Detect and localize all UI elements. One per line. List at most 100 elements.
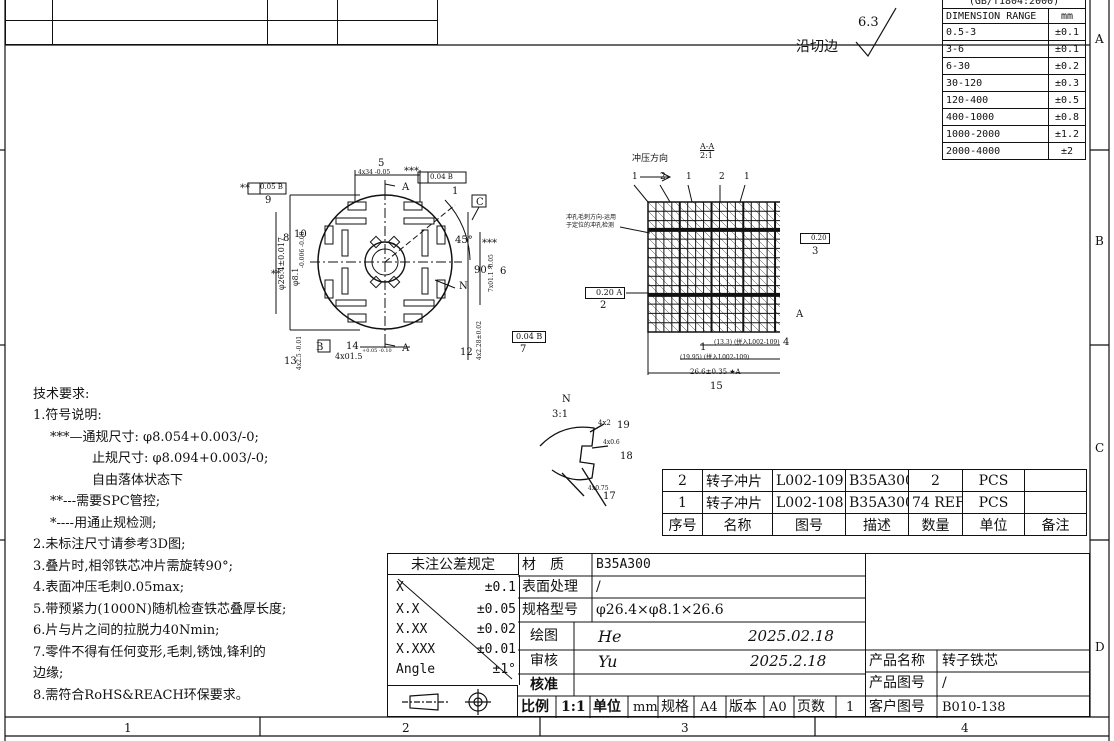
zone-letter-a: A	[1095, 32, 1104, 46]
zone-number-2: 2	[402, 721, 410, 735]
sv-label-1c: 1	[744, 172, 750, 182]
product-no-value: /	[942, 675, 947, 691]
tol-range: 30-120	[942, 74, 1049, 92]
tech-req-line: 止规尺寸: φ8.094+0.003/-0;	[92, 451, 269, 466]
fv-dim-side: 4x2.28±0.02	[476, 321, 483, 360]
tech-req-line: 4.表面冲压毛刺0.05max;	[33, 580, 185, 595]
detail-balloon-17: 17	[603, 491, 616, 502]
fv-fcf-top: 0.04 B	[430, 173, 453, 181]
pages-label: 页数	[797, 699, 825, 715]
gen-tol-key: X.XX	[396, 622, 428, 637]
bom-header: 名称	[702, 513, 773, 536]
fv-balloon-1: 1	[452, 186, 459, 197]
tol-value: ±2	[1048, 142, 1086, 160]
fv-balloon-8: 8	[283, 233, 290, 244]
sv-balloon-3: 3	[812, 246, 819, 257]
draw-signature: He	[598, 627, 622, 646]
zone-number-4: 4	[961, 721, 969, 735]
sv-dim-1: (13.3) (拼入L002-109)	[714, 339, 780, 346]
fv-stars-top: ***	[404, 166, 419, 177]
section-hatch	[647, 201, 780, 333]
scale-value: 1:1	[561, 699, 586, 715]
gen-tol-val: ±0.01	[476, 642, 516, 657]
version-label: 版本	[729, 699, 757, 715]
detail-dim-3: 4x0.75	[588, 485, 609, 492]
tol-value: ±0.1	[1048, 40, 1086, 58]
tol-value: ±1.2	[1048, 125, 1086, 143]
fv-stars-left: **	[240, 183, 250, 194]
check-label: 审核	[530, 653, 558, 669]
tol-range: 1000-2000	[942, 125, 1049, 143]
tol-range: 120-400	[942, 91, 1049, 109]
general-tolerance-table: 未注公差规定	[387, 553, 519, 575]
draw-label: 绘图	[530, 628, 558, 644]
zone-letter-d: D	[1095, 640, 1105, 654]
fv-fcf-left: 0.05 B	[260, 183, 283, 191]
detail-dim-1: 4x2	[598, 419, 611, 427]
tech-req-line: 8.需符合RoHS&REACH环保要求。	[33, 687, 249, 703]
detail-label: N	[562, 394, 571, 405]
sv-fcf-parallel: 0.20 A	[585, 287, 626, 299]
tech-req-title: 技术要求:	[33, 387, 90, 402]
bom-cell: PCS	[962, 491, 1025, 514]
fv-angle-90: 90°	[474, 265, 492, 276]
fv-balloon-9: 9	[265, 195, 272, 206]
tol-value: ±0.5	[1048, 91, 1086, 109]
tech-req-line: 7.零件不得有任何变形,毛刺,锈蚀,锋利的	[33, 644, 266, 660]
zone-letter-c: C	[1095, 441, 1105, 455]
revision-table	[5, 0, 438, 45]
draw-date: 2025.02.18	[748, 627, 834, 645]
sv-label-2a: 2	[660, 172, 666, 182]
product-name-value: 转子铁芯	[942, 653, 998, 669]
surface-value: /	[596, 579, 601, 595]
bom-cell: 转子冲片	[702, 491, 773, 514]
spec-value: φ26.4×φ8.1×26.6	[596, 602, 724, 618]
fv-dia-outer: φ26.4±0.017	[277, 236, 286, 290]
gen-tol-val: ±0.02	[476, 622, 516, 637]
fv-stars-dia: **	[271, 269, 281, 280]
gen-tol-val: ±1°	[492, 662, 516, 677]
detail-dim-2: 4x0.6	[603, 439, 620, 446]
tol-range: 6-30	[942, 57, 1049, 75]
fv-stars-right: ***	[482, 238, 497, 249]
approve-label: 核准	[530, 677, 558, 693]
sv-datum-a: A	[796, 309, 804, 320]
section-view-drawing	[619, 172, 780, 375]
sv-title-bottom: 2:1	[700, 151, 713, 160]
fv-dim-left-bottom: 4x2.5 -0.01	[296, 335, 303, 370]
bom-cell: L002-108	[772, 491, 846, 514]
fv-dim-right: 7x01.1 -0.05	[488, 254, 495, 292]
zone-number-1: 1	[124, 721, 132, 735]
customer-no-label: 客户图号	[869, 699, 925, 715]
size-label: 规格	[661, 699, 689, 715]
fv-balloon-10: 10	[294, 229, 307, 240]
detail-balloon-19: 19	[617, 420, 630, 431]
sv-label-1b: 1	[686, 172, 692, 182]
bom-cell: 2	[662, 469, 703, 492]
projection-symbol	[387, 685, 518, 717]
title-block-product: 产品名称 转子铁芯 产品图号 / 客户图号 B010-138	[865, 553, 1090, 718]
tech-req-line: 边缘;	[33, 666, 64, 681]
bom-cell: B35A300	[845, 491, 909, 514]
cone-shape	[409, 693, 439, 711]
detail-scale: 3:1	[552, 409, 569, 420]
zone-number-3: 3	[681, 721, 689, 735]
tol-header-range: DIMENSION RANGE	[942, 8, 1049, 24]
sv-press-dir: 冲压方向	[632, 154, 669, 164]
sv-dim-total: 26.6±0.35 ★A	[690, 368, 741, 376]
roughness-value: 6.3	[858, 15, 879, 30]
tol-header-unit: mm	[1048, 8, 1086, 24]
tech-req-line: *----用通止规检测;	[50, 515, 157, 531]
bom-header: 单位	[962, 513, 1025, 536]
size-value: A4	[700, 700, 718, 715]
sv-balloon-4: 4	[783, 337, 790, 348]
fv-dia-inner: φ8.1	[291, 267, 300, 286]
fv-label-b: B	[316, 342, 324, 353]
product-no-label: 产品图号	[869, 675, 925, 691]
check-date: 2025.2.18	[750, 652, 827, 670]
front-view-drawing	[247, 170, 487, 360]
bom-cell: B35A300	[845, 469, 909, 492]
material-value: B35A300	[596, 557, 651, 572]
